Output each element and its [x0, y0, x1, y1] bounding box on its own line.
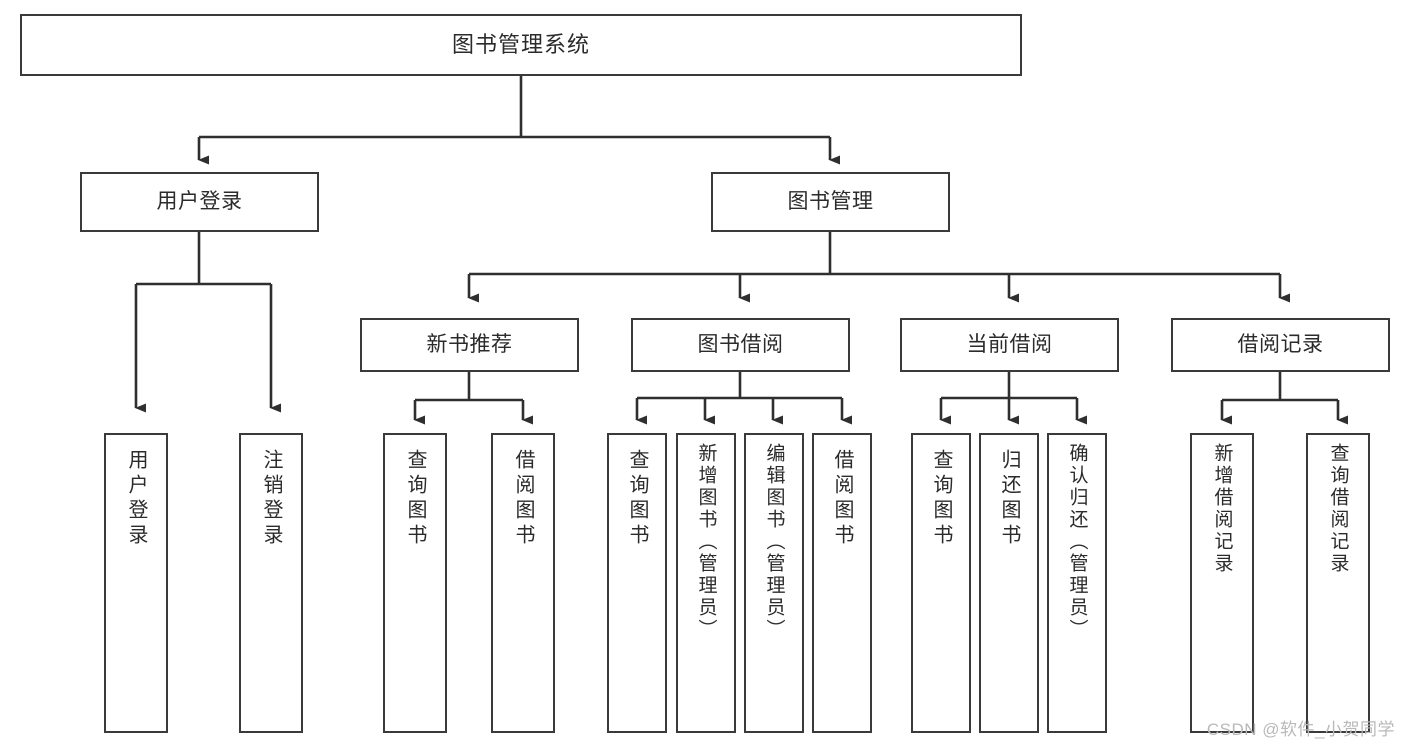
node-label: 借阅图书	[512, 449, 534, 549]
node-label: 图书管理	[787, 189, 874, 213]
node-label: 确认归还（管理员）	[1066, 443, 1088, 641]
node-label: 编辑图书（管理员）	[763, 443, 785, 641]
node-label: 图书借阅	[697, 332, 784, 356]
node-label: 用户登录	[156, 189, 243, 213]
leaf-return-book[interactable]: 归还图书	[979, 433, 1039, 733]
leaf-query-borrowing-record[interactable]: 查询借阅记录	[1306, 433, 1370, 733]
node-label: 当前借阅	[966, 332, 1053, 356]
node-current-borrowing[interactable]: 当前借阅	[900, 318, 1119, 372]
leaf-logout[interactable]: 注销登录	[239, 433, 303, 733]
node-label: 图书管理系统	[451, 32, 590, 58]
node-label: 归还图书	[998, 449, 1020, 549]
leaf-edit-book-admin[interactable]: 编辑图书（管理员）	[744, 433, 804, 733]
watermark-text: CSDN @软件_小贺同学	[1206, 720, 1395, 739]
leaf-add-book-admin[interactable]: 新增图书（管理员）	[676, 433, 736, 733]
node-label: 新增借阅记录	[1211, 443, 1233, 575]
leaf-borrow-book-borrowing[interactable]: 借阅图书	[812, 433, 872, 733]
node-book-management[interactable]: 图书管理	[711, 172, 950, 232]
leaf-add-borrowing-record[interactable]: 新增借阅记录	[1190, 433, 1254, 733]
leaf-query-book-current[interactable]: 查询图书	[911, 433, 971, 733]
node-label: 注销登录	[260, 449, 282, 549]
node-label: 新书推荐	[426, 332, 513, 356]
node-new-book-recommendation[interactable]: 新书推荐	[360, 318, 579, 372]
node-book-borrowing[interactable]: 图书借阅	[631, 318, 850, 372]
leaf-borrow-book-recommendation[interactable]: 借阅图书	[491, 433, 555, 733]
leaf-query-book-recommendation[interactable]: 查询图书	[383, 433, 447, 733]
node-user-login[interactable]: 用户登录	[80, 172, 319, 232]
node-label: 借阅记录	[1237, 332, 1324, 356]
leaf-confirm-return-admin[interactable]: 确认归还（管理员）	[1047, 433, 1107, 733]
node-label: 查询图书	[930, 449, 952, 549]
node-label: 查询图书	[404, 449, 426, 549]
node-label: 借阅图书	[831, 449, 853, 549]
node-label: 新增图书（管理员）	[695, 443, 717, 641]
node-borrowing-records[interactable]: 借阅记录	[1171, 318, 1390, 372]
node-label: 查询借阅记录	[1327, 443, 1349, 575]
node-label: 用户登录	[125, 449, 147, 549]
node-root-system[interactable]: 图书管理系统	[20, 14, 1022, 76]
leaf-query-book-borrowing[interactable]: 查询图书	[607, 433, 667, 733]
leaf-user-login[interactable]: 用户登录	[104, 433, 168, 733]
node-label: 查询图书	[626, 449, 648, 549]
